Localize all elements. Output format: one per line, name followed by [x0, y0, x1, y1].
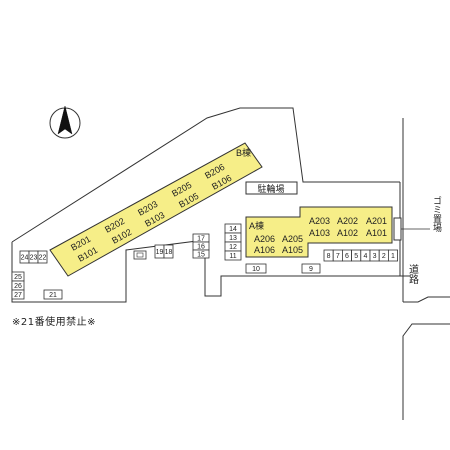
building-a-label: A棟: [249, 220, 264, 231]
parking-space-number: 22: [39, 255, 47, 262]
a-unit: A203: [309, 216, 330, 226]
parking-space-number: 13: [229, 235, 237, 242]
footnote: ※21番使用禁止※: [12, 317, 96, 328]
building-a: [245, 206, 393, 258]
parking-space-number: 2: [382, 253, 386, 260]
parking-space-number: 19: [156, 249, 164, 256]
a-unit: A106: [254, 245, 275, 255]
road-label: 道路: [407, 263, 419, 285]
bicycle-parking: [245, 181, 298, 195]
garbage-area: [393, 217, 402, 241]
parking-space-number: 26: [14, 283, 22, 290]
building-b: [49, 142, 263, 277]
parking-space: [11, 289, 25, 300]
parking-space: [301, 263, 321, 274]
road: [402, 118, 450, 420]
parking-space-number: 12: [229, 244, 237, 251]
parking-space-number: 17: [197, 236, 205, 243]
utility-box: [133, 250, 147, 260]
a-unit: A103: [309, 228, 330, 238]
north-arrow-icon: [49, 105, 81, 139]
parking-space-number: 11: [229, 253, 236, 260]
parking-space-number: 25: [14, 274, 22, 281]
a-unit: A206: [254, 234, 275, 244]
parking-space-number: 8: [327, 253, 331, 260]
parking-space-number: 27: [14, 292, 22, 299]
parking-space: [37, 250, 48, 264]
parking-space: [43, 289, 63, 300]
a-unit: A205: [282, 234, 303, 244]
parking-space-number: 5: [354, 253, 358, 260]
a-unit: A102: [337, 228, 358, 238]
parking-space-number: 23: [30, 255, 38, 262]
parking-space-number: 3: [373, 253, 377, 260]
garbage-area-label: ゴミ置場: [432, 195, 442, 233]
parking-space-number: 4: [363, 253, 367, 260]
parking-space: [224, 250, 242, 261]
parking-space-number: 15: [197, 252, 205, 259]
a-unit: A101: [366, 228, 387, 238]
parking-space: [163, 244, 174, 259]
parking-space-number: 24: [21, 255, 29, 262]
bicycle-parking-label: 駐輪場: [257, 183, 284, 194]
building-b-label: B棟: [236, 147, 251, 158]
a-unit: A105: [282, 245, 303, 255]
parking-space: [387, 249, 398, 262]
parking-space-number: 16: [197, 244, 205, 251]
parking-space-number: 1: [391, 253, 395, 260]
svg-text:ゴミ置場: ゴミ置場: [432, 195, 442, 233]
parking-space: [192, 249, 210, 259]
a-unit: A201: [366, 216, 387, 226]
site-boundary-north: [11, 107, 400, 243]
parking-space-number: 10: [252, 266, 260, 273]
parking-space-number: 18: [165, 249, 173, 256]
parking-space: [245, 263, 267, 274]
parking-space-number: 7: [336, 253, 340, 260]
parking-space-number: 21: [49, 292, 57, 299]
parking-space-number: 9: [309, 266, 313, 273]
parking-space-number: 6: [345, 253, 349, 260]
a-unit: A202: [337, 216, 358, 226]
parking-space-number: 14: [229, 226, 237, 233]
